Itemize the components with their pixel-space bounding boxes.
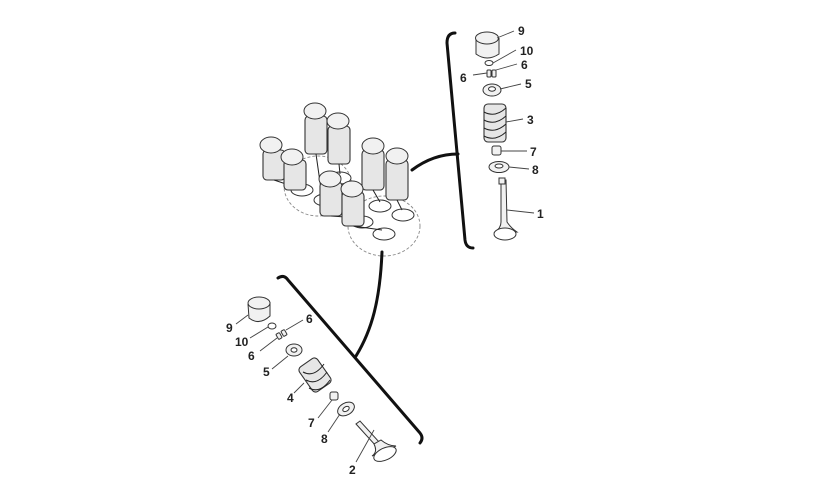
callout-8: 8 — [532, 163, 539, 177]
shim-10-lower — [267, 322, 277, 330]
washer-8-upper — [488, 161, 510, 173]
tappet-9-lower — [247, 296, 271, 322]
valve-stack — [326, 112, 351, 175]
valve-head — [368, 199, 392, 213]
tappet-9-upper — [475, 31, 500, 59]
callout-8: 8 — [321, 432, 328, 446]
callout-5: 5 — [263, 365, 270, 379]
valve-stack — [280, 148, 307, 191]
lower-bracket — [276, 274, 424, 445]
callout-7: 7 — [530, 145, 537, 159]
washer-8-lower — [337, 401, 355, 417]
valve-stack — [340, 180, 383, 231]
upper-bracket — [445, 31, 475, 250]
valve-stack — [361, 137, 385, 203]
spring-4-lower — [298, 357, 332, 393]
callout-1: 1 — [537, 207, 544, 221]
callout-4: 4 — [287, 391, 294, 405]
valve-2-lower — [355, 420, 397, 462]
valve-stack — [385, 147, 409, 211]
valve-group-outline-right — [347, 195, 421, 257]
retainer-5-upper — [482, 83, 502, 97]
valve-stack — [259, 136, 299, 189]
valve-cluster — [259, 102, 421, 257]
callout-6: 6 — [248, 349, 255, 363]
connector-upper — [410, 152, 460, 172]
seal-7-lower — [329, 391, 339, 401]
valve-head — [391, 208, 415, 222]
valve-1-upper — [493, 177, 519, 241]
callout-3: 3 — [527, 113, 534, 127]
callout-9: 9 — [518, 24, 525, 38]
callout-9: 9 — [226, 321, 233, 335]
connector-lower — [354, 250, 384, 358]
callout-5: 5 — [525, 77, 532, 91]
callout-6: 6 — [521, 58, 528, 72]
cotters-6-upper — [486, 69, 497, 78]
callout-2: 2 — [349, 463, 356, 477]
upper-exploded-view: 9 10 6 6 5 3 7 8 1 — [460, 24, 544, 241]
callout-6: 6 — [460, 71, 467, 85]
shim-10-upper — [484, 60, 494, 66]
spring-3-upper — [483, 103, 507, 143]
cotters-6-lower — [275, 329, 288, 340]
callout-6: 6 — [306, 312, 313, 326]
seal-7-upper — [491, 145, 502, 156]
callout-10: 10 — [520, 44, 534, 58]
lower-exploded-view: 9 10 6 6 5 4 7 8 2 — [226, 296, 397, 477]
retainer-5-lower — [285, 343, 303, 357]
callout-7: 7 — [308, 416, 315, 430]
valve-stack — [318, 170, 361, 219]
valve-head — [372, 227, 396, 241]
valve-stack — [303, 102, 328, 197]
callout-10: 10 — [235, 335, 249, 349]
